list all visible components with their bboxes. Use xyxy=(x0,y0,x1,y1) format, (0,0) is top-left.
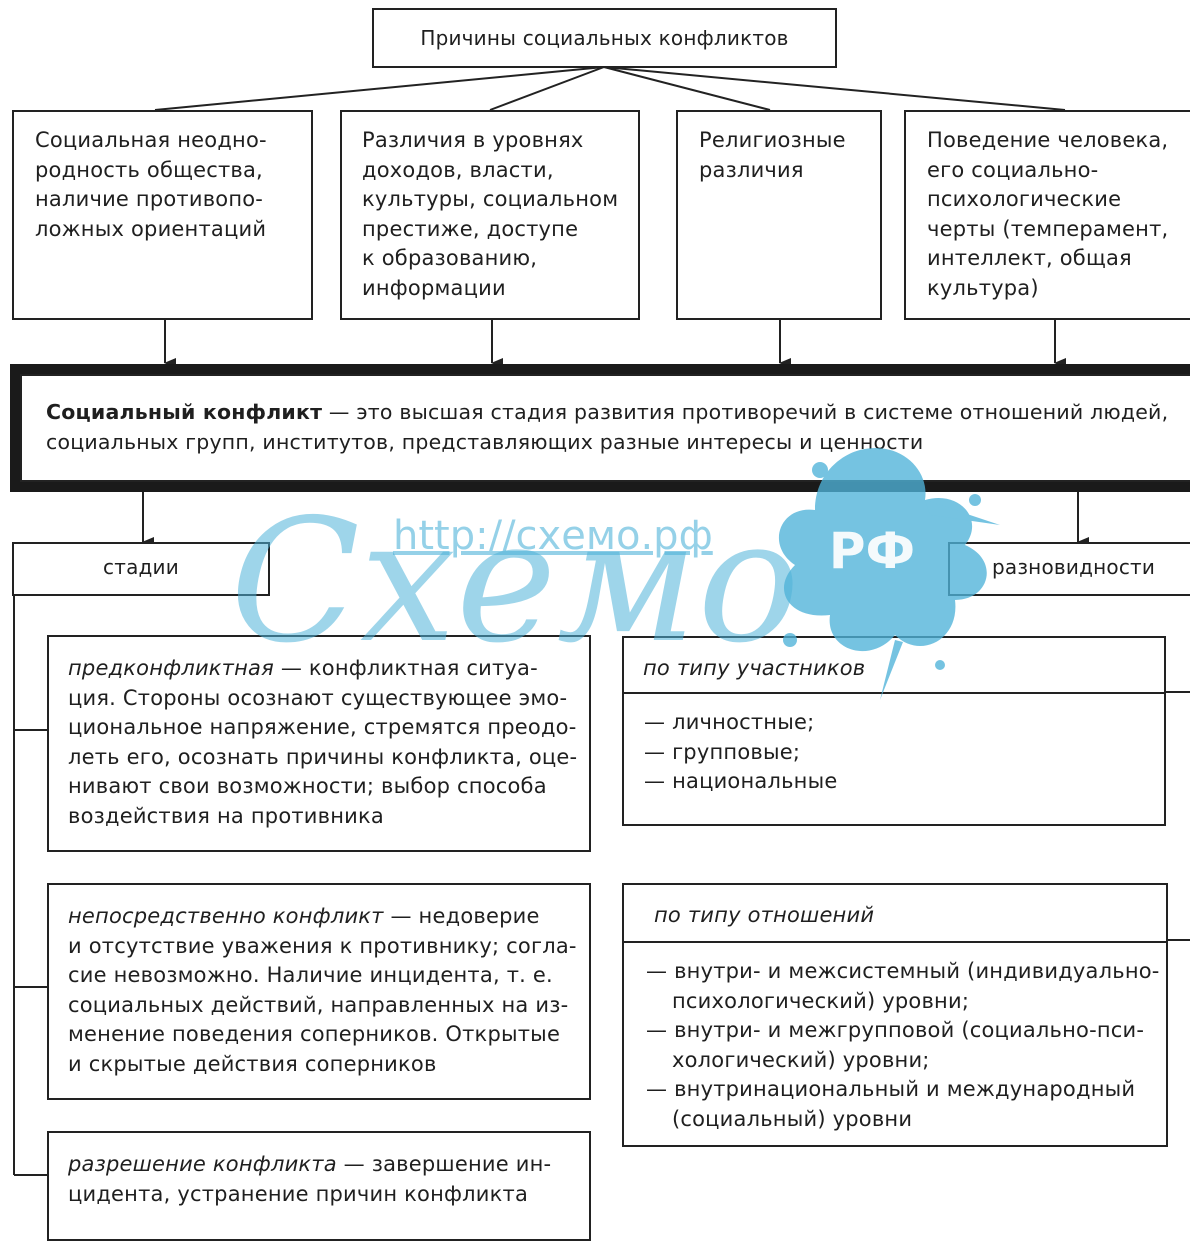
definition-term: Социальный конфликт xyxy=(46,400,323,424)
types-header: разновидности xyxy=(948,542,1190,596)
stage-box-preconflict: предконфликтная — конфликтная ситуа- ция… xyxy=(47,635,591,852)
stage-term: разрешение конфликта xyxy=(68,1152,337,1176)
definition-box: Социальный конфликт — это высшая стадия … xyxy=(20,374,1190,482)
cause-box-behavior: Поведение человека, его социально- психо… xyxy=(904,110,1190,320)
cause-box-religion: Религиозные различия xyxy=(676,110,882,320)
type-group-participants: по типу участников — личностные; — групп… xyxy=(622,636,1166,826)
watermark-url[interactable]: http://схемо.рф xyxy=(393,513,713,559)
diagram-title: Причины социальных конфликтов xyxy=(420,26,789,50)
definition-frame: Социальный конфликт — это высшая стадия … xyxy=(10,364,1190,492)
stage-box-resolution: разрешение конфликта — завершение ин- ци… xyxy=(47,1131,591,1241)
stage-box-conflict: непосредственно конфликт — недоверие и о… xyxy=(47,883,591,1100)
type-group-relations: по типу отношений — внутри- и межсистемн… xyxy=(622,883,1168,1147)
cause-box-inequality: Различия в уровнях доходов, власти, куль… xyxy=(340,110,640,320)
stage-term: непосредственно конфликт xyxy=(68,904,384,928)
stage-term: предконфликтная xyxy=(68,656,274,680)
stages-header: стадии xyxy=(12,542,270,596)
cause-box-heterogeneity: Социальная неодно- родность общества, на… xyxy=(12,110,313,320)
diagram-title-box: Причины социальных конфликтов xyxy=(372,8,837,68)
